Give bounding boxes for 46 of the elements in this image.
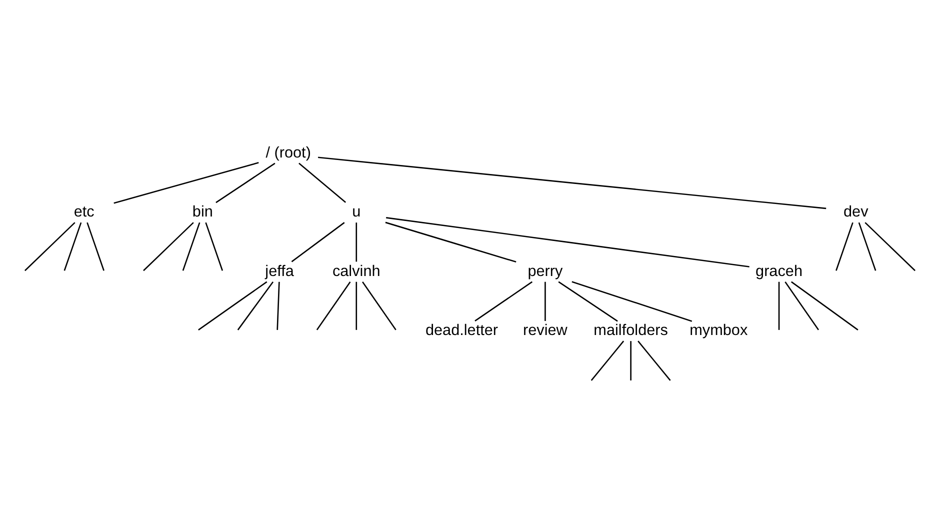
connector bbox=[316, 281, 351, 330]
node-text: calvinh bbox=[332, 262, 380, 280]
connector bbox=[638, 340, 671, 381]
connector bbox=[318, 156, 826, 210]
connector bbox=[298, 162, 346, 203]
node-text: jeffa bbox=[265, 262, 294, 280]
connector bbox=[784, 281, 820, 330]
connector bbox=[86, 222, 104, 271]
connector bbox=[362, 281, 396, 330]
node-text: u bbox=[352, 204, 361, 221]
connector bbox=[276, 282, 280, 330]
node-text: review bbox=[523, 322, 568, 340]
connector bbox=[291, 222, 345, 262]
connector bbox=[205, 222, 224, 271]
node-text: graceh bbox=[756, 262, 803, 280]
connector bbox=[572, 281, 692, 322]
connector bbox=[590, 340, 624, 381]
node-text: etc bbox=[74, 204, 94, 221]
node-text: / (root) bbox=[266, 144, 311, 162]
connector bbox=[143, 222, 194, 272]
connector bbox=[64, 222, 82, 271]
connector bbox=[237, 281, 274, 330]
connector bbox=[182, 222, 200, 271]
connector bbox=[558, 281, 618, 322]
node-text: dead.letter bbox=[425, 322, 498, 340]
node-text: bin bbox=[192, 204, 213, 221]
connector bbox=[778, 282, 780, 330]
connector bbox=[198, 281, 268, 330]
connector bbox=[356, 222, 358, 262]
connector bbox=[836, 222, 854, 271]
connector bbox=[24, 222, 76, 272]
connector bbox=[864, 222, 916, 272]
connector bbox=[356, 282, 358, 330]
node-text: dev bbox=[843, 204, 868, 221]
connector bbox=[630, 341, 632, 380]
node-text: perry bbox=[528, 262, 563, 280]
node-text: mymbox bbox=[690, 322, 748, 340]
connector bbox=[114, 162, 259, 204]
connector bbox=[858, 222, 876, 271]
connector bbox=[216, 162, 276, 204]
connector bbox=[791, 281, 858, 330]
connector bbox=[544, 282, 546, 321]
connector bbox=[385, 222, 516, 263]
connector bbox=[474, 281, 533, 322]
connector bbox=[386, 217, 750, 268]
node-text: mailfolders bbox=[594, 322, 668, 340]
